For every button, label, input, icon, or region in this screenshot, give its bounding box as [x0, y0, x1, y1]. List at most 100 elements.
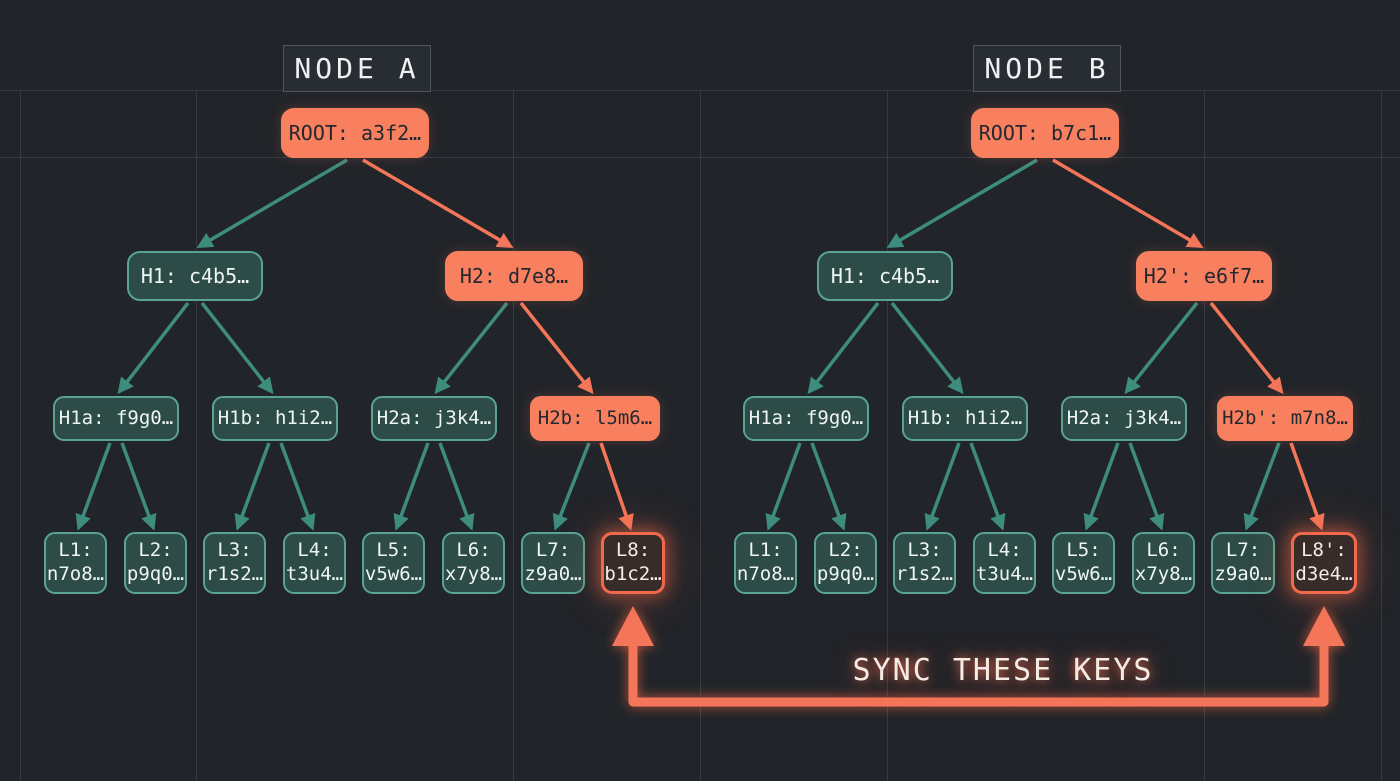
- node-label: H1a: f9g0…: [748, 406, 864, 429]
- node-label: L8:: [615, 539, 651, 562]
- tree-edge: [393, 442, 430, 531]
- node-hash: n7o8…: [736, 563, 795, 585]
- node-label: H2b: l5m6…: [537, 406, 653, 429]
- node-b-h1: H1: c4b5…: [817, 251, 953, 301]
- node-a-h1: H1: c4b5…: [127, 251, 263, 301]
- node-a-leaf-l3: L3:r1s2…: [203, 532, 266, 594]
- node-a-leaf-l4: L4:t3u4…: [283, 532, 346, 594]
- node-label: L6:: [456, 539, 491, 562]
- node-a-h2b: H2b: l5m6…: [530, 396, 660, 441]
- node-label: L1:: [748, 539, 783, 562]
- node-a-leaf-l5: L5:v5w6…: [362, 532, 425, 594]
- node-b-leaf-l5: L5:v5w6…: [1052, 532, 1115, 594]
- node-a-root: ROOT: a3f2…: [281, 108, 429, 158]
- node-hash: v5w6…: [364, 563, 423, 585]
- node-label: H1b: h1i2…: [907, 406, 1023, 429]
- grid-line-vertical: [700, 90, 701, 781]
- node-a-leaf-l7: L7:z9a0…: [521, 532, 585, 594]
- node-b-h2bp: H2b': m7n8…: [1217, 396, 1353, 441]
- node-hash: t3u4…: [285, 563, 344, 585]
- tree-edge: [807, 301, 880, 395]
- tree-edge: [599, 442, 634, 531]
- tree-edge: [1128, 442, 1165, 531]
- node-hash: v5w6…: [1054, 563, 1113, 585]
- node-b-leaf-l3: L3:r1s2…: [893, 532, 956, 594]
- grid-line-vertical: [1381, 90, 1382, 781]
- node-label: L8':: [1301, 539, 1347, 562]
- node-hash: p9q0…: [816, 563, 875, 585]
- grid-line-vertical: [513, 90, 514, 781]
- sync-arrow: [612, 606, 1345, 707]
- node-label: L7:: [535, 539, 571, 562]
- tree-edge: [969, 442, 1006, 531]
- tree-edge: [765, 442, 802, 531]
- node-b-h2a: H2a: j3k4…: [1061, 396, 1187, 441]
- node-hash: z9a0…: [1214, 563, 1272, 585]
- sync-arrowhead-left: [612, 606, 654, 646]
- node-hash: z9a0…: [524, 563, 582, 585]
- tree-edge: [362, 158, 514, 249]
- grid-line-horizontal: [0, 90, 1400, 91]
- tree-edge: [279, 442, 316, 531]
- node-label: L7:: [1225, 539, 1261, 562]
- tree-edge: [1083, 442, 1120, 531]
- tree-edge: [200, 301, 274, 395]
- node-hash: d3e4…: [1295, 563, 1353, 585]
- node-a-leaf-l8: L8:b1c2…: [601, 532, 665, 594]
- tree-edge: [552, 442, 591, 531]
- node-label: ROOT: a3f2…: [288, 120, 422, 145]
- grid-line-vertical: [1204, 90, 1205, 781]
- node-hash: p9q0…: [126, 563, 185, 585]
- node-a-leaf-l1: L1:n7o8…: [44, 532, 107, 594]
- sync-arrowhead-right: [1303, 606, 1345, 646]
- node-label: L1:: [58, 539, 93, 562]
- grid-line-vertical: [20, 90, 21, 781]
- node-hash: b1c2…: [604, 563, 662, 585]
- tree-edge: [434, 301, 509, 395]
- tree-edge: [1243, 442, 1281, 531]
- tree-edge: [924, 442, 961, 531]
- tree-edge: [810, 442, 847, 531]
- node-label: H1: c4b5…: [140, 263, 250, 288]
- node-label: L5:: [376, 539, 411, 562]
- node-label: H2: d7e8…: [459, 263, 569, 288]
- node-label: L2:: [138, 539, 173, 562]
- node-b-leaf-l6: L6:x7y8…: [1132, 532, 1195, 594]
- tree-edge: [1124, 301, 1199, 395]
- node-a-title: NODE A: [283, 45, 431, 92]
- tree-edge: [886, 158, 1038, 249]
- node-hash: n7o8…: [46, 563, 105, 585]
- grid-line-vertical: [887, 90, 888, 781]
- node-label: H1: c4b5…: [830, 263, 940, 288]
- node-label: H2a: j3k4…: [376, 406, 492, 429]
- sync-arrow-path: [628, 636, 1329, 707]
- tree-edge: [1052, 158, 1204, 249]
- tree-edges: [75, 158, 1325, 531]
- node-b-h1a: H1a: f9g0…: [743, 396, 869, 441]
- tree-edge: [1209, 301, 1284, 395]
- node-b-root: ROOT: b7c1…: [971, 108, 1119, 158]
- node-b-leaf-l8p: L8':d3e4…: [1291, 532, 1357, 594]
- node-label: L2:: [828, 539, 863, 562]
- node-label: L4:: [987, 539, 1022, 562]
- node-label: H2a: j3k4…: [1066, 406, 1182, 429]
- node-b-leaf-l7: L7:z9a0…: [1211, 532, 1275, 594]
- node-a-h2a: H2a: j3k4…: [371, 396, 497, 441]
- tree-edge: [438, 442, 475, 531]
- node-b-leaf-l1: L1:n7o8…: [734, 532, 797, 594]
- node-a-leaf-l2: L2:p9q0…: [124, 532, 187, 594]
- node-hash: x7y8…: [1134, 563, 1193, 585]
- node-a-h1a: H1a: f9g0…: [53, 396, 179, 441]
- tree-edge: [890, 301, 964, 395]
- tree-edge: [75, 442, 112, 531]
- node-label: L3:: [217, 539, 252, 562]
- tree-edge: [234, 442, 271, 531]
- node-hash: x7y8…: [444, 563, 503, 585]
- node-a-h1b: H1b: h1i2…: [212, 396, 338, 441]
- sync-label: SYNC THESE KEYS: [852, 652, 1154, 688]
- node-hash: t3u4…: [975, 563, 1034, 585]
- node-label: H2': e6f7…: [1143, 263, 1265, 288]
- node-a-leaf-l6: L6:x7y8…: [442, 532, 505, 594]
